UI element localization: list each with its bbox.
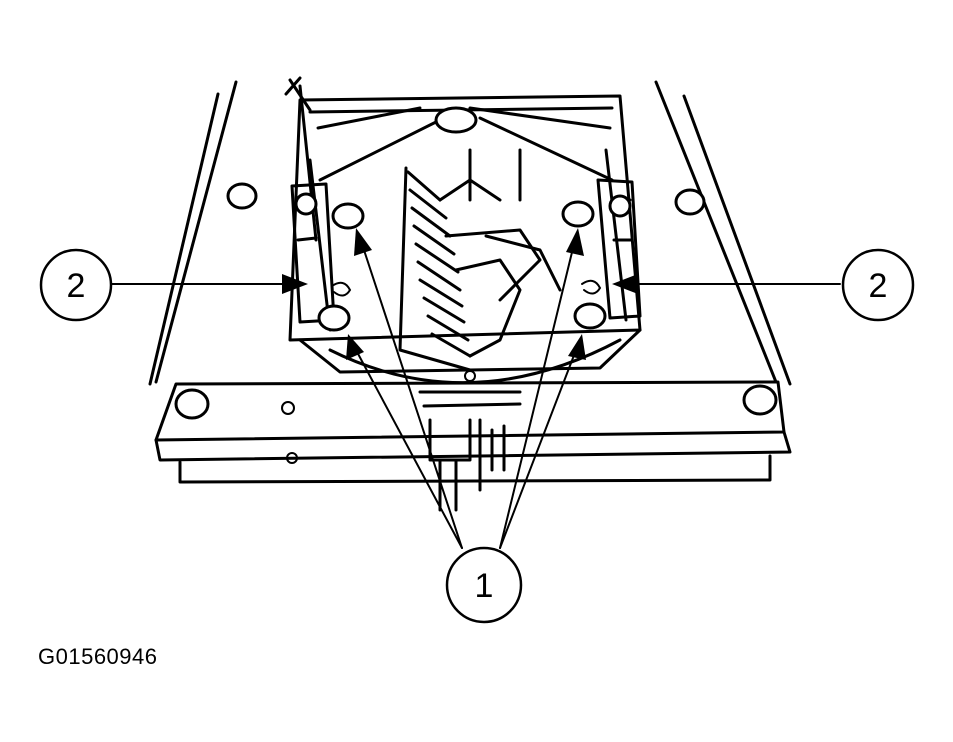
arrowhead-1d [568,334,586,360]
ring-gear [398,148,562,372]
leader-1d [499,349,577,549]
arrowhead-1b [346,334,364,360]
leader-1a [361,243,463,549]
arrowhead-1a [354,228,372,256]
callout-circle [445,546,523,624]
callout-right-2: 2 [841,248,915,322]
leader-1c [499,243,575,549]
callout-label: 2 [67,267,86,305]
callout-circle [39,248,113,322]
callout-arrows [111,228,841,549]
callout-circle [841,248,915,322]
arrowhead-1c [566,228,584,256]
frame-bolts [174,182,778,464]
callout-label: 2 [869,267,888,305]
left-arrowhead [282,274,308,294]
right-arrowhead [612,274,638,294]
leader-1b [355,349,463,549]
differential-assembly-illustration [148,76,792,512]
callout-label: 1 [475,567,494,605]
figure-code: G01560946 [38,644,158,669]
frame-rails [148,76,792,386]
callout-bottom-1: 1 [445,546,523,624]
callout-left-2: 2 [39,248,113,322]
right-bearing-cap [561,178,642,330]
lower-cross-member [154,328,792,512]
left-bearing-cap [290,182,365,332]
